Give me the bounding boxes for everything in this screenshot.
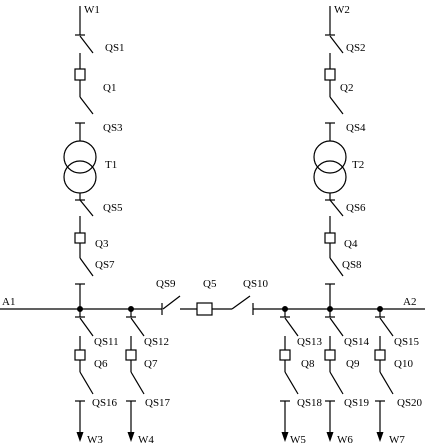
output-label: W4 <box>138 434 154 445</box>
feeder-w5: QS13 Q8 QS18 W5 <box>279 309 323 445</box>
disconnector-blade <box>329 317 344 337</box>
disconnector-blade-qs10 <box>231 295 251 310</box>
disconnector-label-qs1: QS1 <box>105 42 125 54</box>
output-label: W3 <box>87 434 103 445</box>
disconnector-blade-qs2 <box>329 35 344 54</box>
breaker-label: Q6 <box>94 358 108 370</box>
disconnector-label: QS18 <box>297 397 323 409</box>
disconnector-label: QS11 <box>94 336 119 348</box>
disconnector-label-qs10: QS10 <box>243 278 269 290</box>
breaker-q4 <box>324 232 336 244</box>
transformer-label-t1: T1 <box>105 159 117 171</box>
output-arrow <box>326 432 334 442</box>
disconnector-blade <box>329 371 344 395</box>
disconnector-blade <box>130 317 145 337</box>
breaker-label-q2: Q2 <box>340 82 353 94</box>
disconnector-blade <box>130 371 145 395</box>
breaker-q3 <box>74 232 86 244</box>
breaker-label-q4: Q4 <box>344 238 358 250</box>
breaker-label: Q7 <box>144 358 158 370</box>
disconnector-label: QS17 <box>145 397 171 409</box>
breaker-label: Q10 <box>394 358 413 370</box>
busbar-section-a1: A1 <box>0 296 162 312</box>
breaker-q5 <box>196 302 213 316</box>
disconnector-blade-qs6 <box>329 199 344 217</box>
source-label-w1: W1 <box>84 4 100 16</box>
disconnector-blade-qs7 <box>79 257 94 277</box>
disconnector-label-qs6: QS6 <box>346 202 366 214</box>
busbar-section-a2: A2 <box>253 296 425 312</box>
disconnector-blade <box>379 371 394 395</box>
disconnector-blade <box>379 317 394 337</box>
output-arrow <box>127 432 135 442</box>
breaker-label-q5: Q5 <box>203 278 217 290</box>
transformer-t2-secondary-coil <box>313 160 347 194</box>
output-arrow <box>376 432 384 442</box>
disconnector-blade <box>284 371 299 395</box>
bus-label-a2: A2 <box>403 296 416 308</box>
disconnector-label-qs8: QS8 <box>342 259 362 271</box>
output-label: W5 <box>290 434 306 445</box>
disconnector-label: QS16 <box>92 397 118 409</box>
breaker-q1 <box>74 68 86 81</box>
breaker-label-q1: Q1 <box>103 82 116 94</box>
breaker <box>324 349 336 361</box>
disconnector-label-qs5: QS5 <box>103 202 123 214</box>
disconnector-blade-qs9 <box>162 295 181 310</box>
disconnector-blade-qs1 <box>79 35 94 54</box>
feeder-w6: QS14 Q9 QS19 W6 <box>324 309 370 445</box>
disconnector-label-qs4: QS4 <box>346 122 366 134</box>
disconnector-label: QS13 <box>297 336 323 348</box>
disconnector-blade <box>284 317 299 337</box>
disconnector-blade-qs5 <box>79 199 94 217</box>
feeder-w7: QS15 Q10 QS20 W7 <box>374 309 423 445</box>
feeder-w3: QS11 Q6 QS16 W3 <box>74 309 119 445</box>
left-transformer-branch: W1 QS1 Q1 QS3 T1 QS5 Q3 QS7 <box>63 4 125 309</box>
breaker-q2 <box>324 68 336 81</box>
breaker <box>374 349 386 361</box>
transformer-t2-primary-coil <box>313 140 347 174</box>
disconnector-blade <box>79 371 94 395</box>
transformer-t1-primary-coil <box>63 140 97 174</box>
output-arrow <box>281 432 289 442</box>
bus-tie: QS9 Q5 QS10 <box>156 278 269 316</box>
output-arrow <box>76 432 84 442</box>
output-label: W6 <box>337 434 353 445</box>
disconnector-blade-qs3 <box>79 96 94 115</box>
breaker <box>279 349 291 361</box>
breaker-label: Q8 <box>301 358 315 370</box>
disconnector-label-qs9: QS9 <box>156 278 176 290</box>
disconnector-blade <box>79 317 94 337</box>
source-label-w2: W2 <box>334 4 350 16</box>
disconnector-label-qs3: QS3 <box>103 122 123 134</box>
breaker-label: Q9 <box>346 358 360 370</box>
disconnector-label: QS15 <box>394 336 420 348</box>
disconnector-label: QS20 <box>397 397 423 409</box>
breaker <box>74 349 86 361</box>
disconnector-label-qs2: QS2 <box>346 42 366 54</box>
transformer-label-t2: T2 <box>352 159 364 171</box>
bus-label-a1: A1 <box>2 296 15 308</box>
disconnector-label: QS12 <box>144 336 169 348</box>
disconnector-label: QS19 <box>344 397 370 409</box>
disconnector-label-qs7: QS7 <box>95 259 115 271</box>
breaker <box>125 349 137 361</box>
right-transformer-branch: W2 QS2 Q2 QS4 T2 QS6 Q4 QS8 <box>313 4 366 309</box>
feeder-w4: QS12 Q7 QS17 W4 <box>125 309 171 445</box>
transformer-t1-secondary-coil <box>63 160 97 194</box>
breaker-label-q3: Q3 <box>95 238 109 250</box>
disconnector-blade-qs4 <box>329 96 344 115</box>
disconnector-label: QS14 <box>344 336 370 348</box>
output-label: W7 <box>389 434 405 445</box>
disconnector-blade-qs8 <box>329 257 344 277</box>
